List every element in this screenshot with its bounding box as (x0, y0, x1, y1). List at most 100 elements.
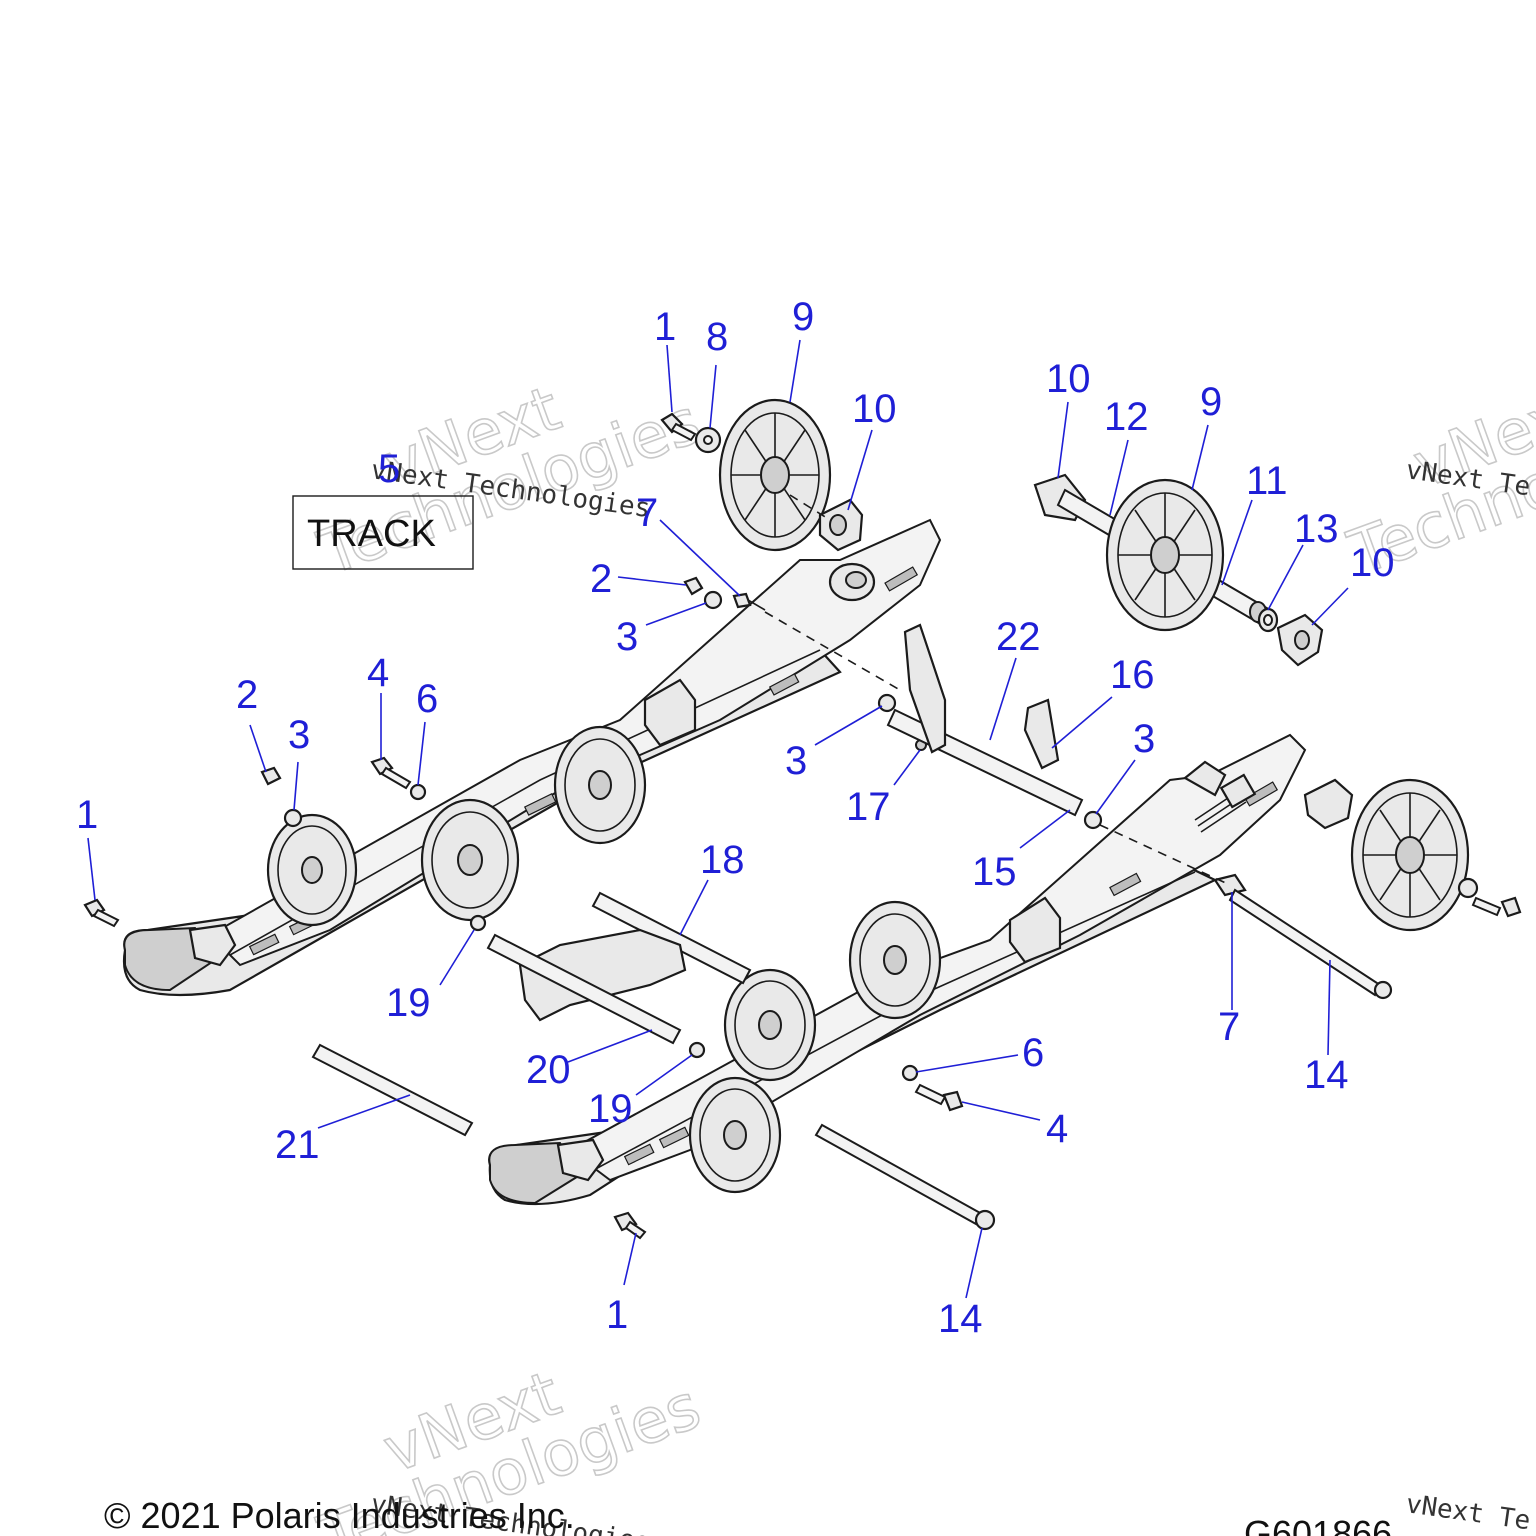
callout-3-right: 3 (1133, 717, 1155, 761)
callout-11: 11 (1246, 459, 1288, 503)
right-bogie-wheel-1 (688, 1076, 782, 1194)
callout-3-left: 3 (288, 713, 310, 757)
copyright-notice: © 2021 Polaris Industries Inc. (104, 1495, 575, 1536)
left-bogie-wheel-3 (553, 725, 647, 845)
washer-19-upper (469, 914, 487, 932)
left-rail-bumper (643, 678, 697, 747)
shaft-20 (486, 933, 682, 1045)
outer-bolt-right (1471, 896, 1522, 918)
washer-3-top (703, 590, 723, 610)
washer-19-lower (688, 1041, 706, 1059)
bolt-1-top (660, 412, 697, 442)
callout-14-lower: 14 (938, 1297, 983, 1341)
callout-1-top: 1 (654, 305, 676, 349)
ring-13 (1257, 607, 1279, 633)
callout-10-top: 10 (1046, 357, 1091, 401)
right-rail-slots (623, 781, 1279, 1166)
nut-2-left (260, 766, 282, 786)
washer-3-right (1083, 810, 1103, 830)
callout-15: 15 (972, 850, 1017, 894)
assembly-axis-lines (764, 494, 1231, 886)
bracket-16 (903, 623, 1060, 770)
watermark-text-bottom-right: vNext Te (1404, 1489, 1532, 1536)
axle-bolt-14-lower-head (974, 1209, 996, 1231)
callout-16: 16 (1110, 653, 1155, 697)
bolt-1-left (83, 898, 120, 928)
callout-4-lower: 4 (1046, 1107, 1068, 1151)
callout-3-mid: 3 (785, 739, 807, 783)
footer: © 2021 Polaris Industries Inc. G601866 (104, 1495, 1392, 1536)
bolt-7-right (1213, 873, 1247, 897)
callout-2-top: 2 (590, 557, 612, 601)
outer-bearing-cap-right (1303, 778, 1354, 830)
washer-6-left (409, 783, 427, 801)
callout-9-left: 9 (792, 295, 814, 339)
idler-wheel-9-left (718, 398, 832, 552)
bolt-7-top (732, 592, 766, 611)
callout-20: 20 (526, 1048, 571, 1092)
track-box-border (292, 495, 474, 570)
bolt-1-lower (613, 1211, 647, 1240)
left-bogie-wheel-1 (266, 813, 358, 927)
axle-bolt-14-lower (814, 1123, 984, 1226)
bolt-4-lower (914, 1083, 964, 1112)
bearing-cap-10-right (1276, 613, 1324, 667)
callout-19-upper: 19 (386, 981, 431, 1025)
rear-arm-bracket (518, 928, 687, 1022)
callout-13: 13 (1294, 507, 1339, 551)
callout-1-lower: 1 (606, 1293, 628, 1337)
left-rail-top-mount (828, 562, 876, 602)
drawing-number: G601866 (1244, 1513, 1392, 1536)
leader-lines (87, 339, 1349, 1299)
track-reference-box: TRACK (292, 495, 474, 570)
axle-bolt-14-right (1228, 888, 1382, 997)
shaft-21 (311, 1043, 474, 1137)
callout-7-top: 7 (636, 491, 658, 535)
left-bogie-wheel-2 (420, 798, 520, 922)
right-bogie-wheel-2 (723, 968, 817, 1082)
callout-6-lower: 6 (1022, 1031, 1044, 1075)
bolt-4-left (370, 756, 412, 790)
washer-3-mid (877, 693, 897, 713)
callout-1-left: 1 (76, 793, 98, 837)
callout-6-left: 6 (416, 677, 438, 721)
callout-8: 8 (706, 315, 728, 359)
axle-bolt-14-right-head (1373, 980, 1393, 1000)
track-label: TRACK (307, 513, 436, 555)
callout-22: 22 (996, 615, 1041, 659)
left-rail-slots (248, 566, 919, 956)
right-bogie-wheel-3 (848, 900, 942, 1020)
left-rail-assembly (122, 518, 942, 997)
washer-8 (694, 426, 722, 454)
callout-4-left: 4 (367, 651, 389, 695)
callout-10-left: 10 (852, 387, 897, 431)
washer-6-lower (901, 1064, 919, 1082)
idler-wheel-left-group (660, 398, 864, 552)
callout-7-right: 7 (1218, 1005, 1240, 1049)
left-rail-front-block (188, 923, 237, 967)
nut-2-top (683, 576, 704, 596)
right-rail-tensioner (1183, 760, 1257, 833)
outer-washer-right (1457, 877, 1479, 899)
outer-idler-wheel-right (1350, 778, 1470, 932)
callout-3-top: 3 (616, 615, 638, 659)
right-rail-assembly (488, 733, 1307, 1206)
callout-12: 12 (1104, 395, 1149, 439)
washer-3-left (283, 808, 303, 828)
callout-5: 5 (378, 447, 400, 491)
idler-wheel-bearing-cap-10 (818, 498, 864, 552)
callout-10-right: 10 (1350, 541, 1395, 585)
callout-14-right: 14 (1304, 1053, 1349, 1097)
shaft-18 (591, 891, 752, 985)
callout-9-right: 9 (1200, 380, 1222, 424)
callout-2-left: 2 (236, 673, 258, 717)
idler-wheel-9-right (1105, 478, 1225, 632)
callout-17: 17 (846, 785, 891, 829)
callout-21: 21 (275, 1123, 320, 1167)
callout-18: 18 (700, 838, 745, 882)
callout-numbers: 1 8 9 10 10 12 9 11 13 10 5 7 2 3 2 3 4 … (76, 295, 1395, 1341)
right-rail-front-block (556, 1138, 605, 1182)
callout-19-lower: 19 (588, 1087, 633, 1131)
rear-axle-group (1033, 473, 1324, 667)
